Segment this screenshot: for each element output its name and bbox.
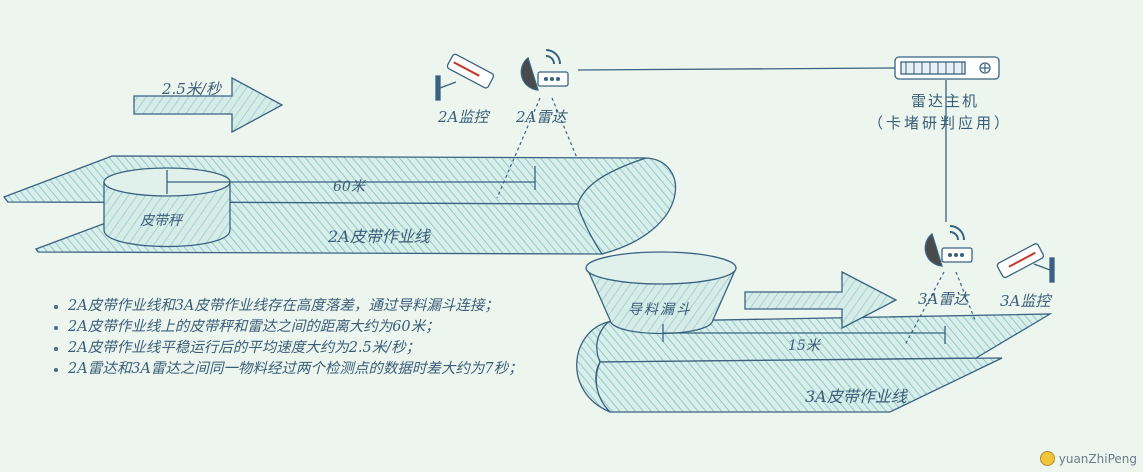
line-2a-label: 2A皮带作业线: [328, 227, 430, 246]
belt-2a-roller-end: [577, 157, 677, 255]
watermark: yuanZhiPeng: [1039, 451, 1137, 466]
distance-2a-marker: [166, 166, 536, 194]
radar-icon-2a: [520, 49, 569, 91]
radar-3a-beam: [904, 271, 976, 346]
note-item: 2A皮带作业线和3A皮带作业线存在高度落差，通过导料漏斗连接；: [68, 296, 548, 317]
radar-host-icon: [894, 56, 1000, 80]
radar-icon-3a: [924, 225, 973, 267]
guide-hopper: [585, 251, 737, 335]
speed-label-2a: 2.5米/秒: [162, 80, 221, 98]
radar-2a-beam: [496, 97, 578, 199]
belt-2a-top-face: [2, 155, 647, 205]
monitor-2a-label: 2A监控: [438, 108, 489, 126]
watermark-text: yuanZhiPeng: [1058, 451, 1137, 466]
distance-3a-marker: [662, 324, 946, 344]
direction-arrow-2a: [133, 76, 284, 134]
direction-arrow-3a: [744, 270, 898, 330]
distance-2a-label: 60米: [333, 179, 365, 195]
belt-scale-body: [103, 181, 231, 248]
camera-icon-3a: [996, 243, 1055, 283]
belt-scale-label: 皮带秤: [140, 213, 182, 229]
emoji-icon: [1039, 451, 1055, 466]
hopper-label: 导料漏斗: [628, 302, 692, 318]
monitor-3a-label: 3A监控: [1000, 292, 1051, 310]
radar-3a-label: 3A雷达: [918, 290, 969, 308]
belt-3a-roller-end: [576, 320, 611, 413]
note-item: 2A雷达和3A雷达之间同一物料经过两个检测点的数据时差大约为7秒；: [68, 359, 548, 380]
line-3a-label: 3A皮带作业线: [805, 387, 907, 406]
camera-icon-2a: [435, 53, 495, 101]
distance-3a-label: 15米: [788, 338, 820, 354]
radar-host-label: 雷达主机: [911, 92, 980, 110]
hopper-rim: [585, 251, 737, 285]
note-item: 2A皮带作业线上的皮带秤和雷达之间的距离大约为60米；: [68, 317, 548, 338]
radar-host-sublabel: （卡堵研判应用）: [868, 114, 1013, 132]
link-radar-2a-to-host: [577, 67, 896, 71]
belt-3a: [576, 313, 1053, 413]
belt-scale: [103, 167, 231, 248]
note-item: 2A皮带作业线平稳运行后的平均速度大约为2.5米/秒；: [68, 338, 548, 359]
radar-2a-label: 2A雷达: [516, 108, 567, 126]
notes-list: 2A皮带作业线和3A皮带作业线存在高度落差，通过导料漏斗连接； 2A皮带作业线上…: [48, 296, 548, 380]
belt-3a-bottom-face: [595, 357, 1003, 413]
